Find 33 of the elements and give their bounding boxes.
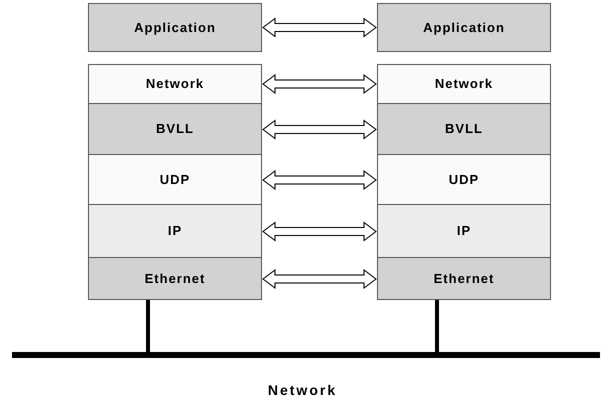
layer-box: [377, 258, 551, 300]
layer-label: Network: [434, 75, 494, 94]
layer-box: [88, 258, 262, 300]
layer-box: [88, 3, 262, 52]
layer-box: [88, 64, 262, 104]
layer-label: Application: [134, 18, 216, 37]
connector-line: [435, 300, 439, 352]
layer-box: [377, 3, 551, 52]
layer-box: [88, 205, 262, 258]
layer-label: Ethernet: [144, 270, 206, 288]
layer-label: Network: [146, 75, 204, 94]
layer-box: [377, 205, 551, 258]
double-arrow: [262, 170, 377, 190]
layer-label: UDP: [160, 170, 190, 189]
layer-label: IP: [168, 222, 182, 240]
double-arrow: [262, 74, 377, 94]
double-arrow: [262, 222, 377, 242]
layer-label: BVLL: [445, 120, 483, 138]
layer-label: Application: [423, 18, 505, 37]
double-arrow: [262, 120, 377, 140]
layer-box: [377, 104, 551, 155]
layer-label: UDP: [448, 170, 480, 189]
layer-label: BVLL: [156, 120, 194, 138]
layer-box: [377, 64, 551, 104]
layer-label: IP: [456, 222, 472, 240]
double-arrow: [262, 269, 377, 289]
layer-label: Ethernet: [434, 270, 494, 288]
double-arrow: [262, 18, 377, 38]
network-label: Network: [268, 381, 338, 400]
layer-box: [377, 155, 551, 205]
connector-line: [146, 300, 150, 352]
layer-box: [88, 104, 262, 155]
layer-box: [88, 155, 262, 205]
